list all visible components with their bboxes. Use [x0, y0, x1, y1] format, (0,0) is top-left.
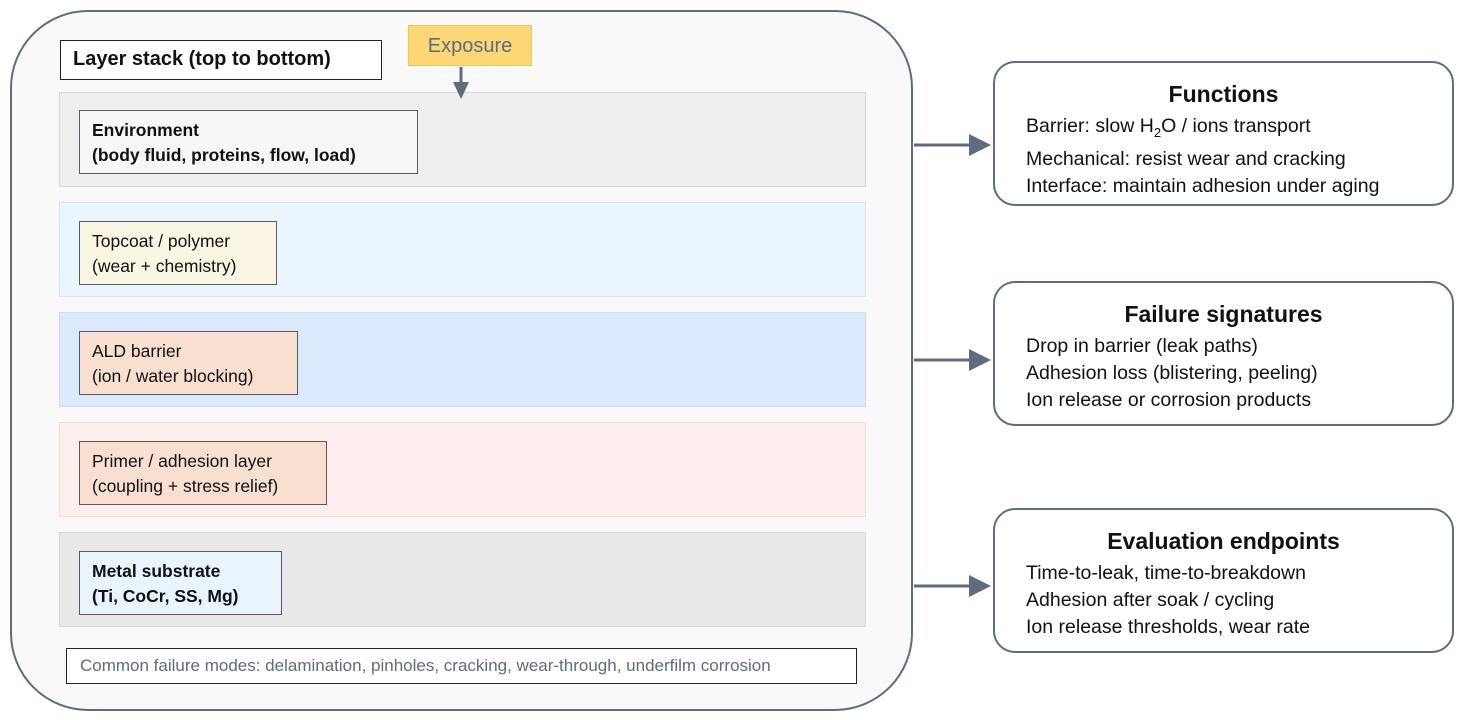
card-title: Evaluation endpoints	[1107, 528, 1340, 554]
layer-label-primer: Primer / adhesion layer (coupling + stre…	[79, 441, 327, 505]
layer-label-metal-substrate: Metal substrate (Ti, CoCr, SS, Mg)	[79, 551, 282, 615]
functions-card: Functions Barrier: slow H2O / ions trans…	[993, 61, 1454, 206]
stack-title: Layer stack (top to bottom)	[60, 40, 382, 80]
card-line: Adhesion loss (blistering, peeling)	[1026, 362, 1318, 384]
card-line: Mechanical: resist wear and cracking	[1026, 147, 1346, 170]
evaluation-endpoints-card: Evaluation endpoints Time-to-leak, time-…	[993, 508, 1454, 653]
layer-name: Metal substrate	[92, 561, 221, 581]
subscript: 2	[1153, 124, 1162, 140]
exposure-label: Exposure	[408, 25, 532, 66]
card-title: Functions	[1168, 81, 1279, 107]
layer-name: ALD barrier	[92, 341, 182, 361]
arrow-to-evaluation-head	[969, 575, 991, 597]
layer-label-ald-barrier: ALD barrier (ion / water blocking)	[79, 331, 298, 395]
card-title: Failure signatures	[1124, 301, 1323, 327]
exposure-arrow-head	[453, 82, 469, 99]
card-line: Ion release thresholds, wear rate	[1026, 616, 1310, 638]
layer-name: Topcoat / polymer	[92, 231, 231, 251]
card-line: Ion release or corrosion products	[1026, 389, 1312, 411]
layer-label-environment: Environment (body fluid, proteins, flow,…	[79, 110, 418, 174]
failure-modes-note: Common failure modes: delamination, pinh…	[66, 648, 857, 684]
layer-label-topcoat: Topcoat / polymer (wear + chemistry)	[79, 221, 277, 285]
layer-detail: (ion / water blocking)	[92, 366, 254, 386]
card-line: Drop in barrier (leak paths)	[1026, 335, 1258, 357]
layer-name: Primer / adhesion layer	[92, 451, 272, 471]
layer-detail: (wear + chemistry)	[92, 256, 237, 276]
card-line: Adhesion after soak / cycling	[1026, 589, 1275, 611]
card-line: Barrier: slow H2O / ions transport	[1026, 113, 1379, 146]
layer-detail: (body fluid, proteins, flow, load)	[92, 145, 356, 165]
arrow-to-failure-head	[969, 349, 991, 371]
layer-detail: (coupling + stress relief)	[92, 476, 279, 496]
layer-name: Environment	[92, 120, 199, 140]
arrow-to-functions-head	[969, 134, 991, 156]
card-lines: Barrier: slow H2O / ions transport Mecha…	[1026, 113, 1379, 200]
line-text: O / ions transport	[1161, 115, 1311, 137]
card-lines: Drop in barrier (leak paths) Adhesion lo…	[1026, 333, 1318, 414]
card-line: Interface: maintain adhesion under aging	[1026, 174, 1380, 197]
card-line: Time-to-leak, time-to-breakdown	[1026, 562, 1306, 584]
line-text: Barrier: slow H	[1026, 115, 1154, 137]
card-lines: Time-to-leak, time-to-breakdown Adhesion…	[1026, 560, 1310, 641]
failure-signatures-card: Failure signatures Drop in barrier (leak…	[993, 281, 1454, 426]
layer-detail: (Ti, CoCr, SS, Mg)	[92, 586, 239, 606]
